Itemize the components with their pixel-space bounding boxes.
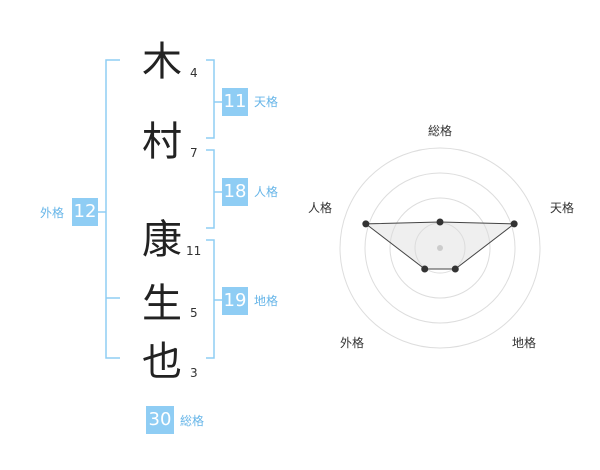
radar-ring (339, 147, 541, 349)
soukaku-value: 30 (146, 406, 174, 434)
radar-center-dot (437, 245, 443, 251)
soukaku-label: 総格 (180, 414, 205, 428)
name-char-3: 康 (142, 217, 182, 263)
radar-point (421, 265, 429, 273)
radar-chart (339, 147, 541, 349)
radar-label-tenkaku: 天格 (550, 201, 575, 215)
stroke-count-5: 3 (190, 366, 198, 380)
gaikaku-label: 外格 (40, 206, 65, 220)
jinkaku-bracket (206, 149, 215, 229)
name-char-1: 木 (142, 39, 182, 85)
tenkaku-label: 天格 (254, 95, 279, 109)
name-char-5: 也 (142, 339, 182, 385)
chikaku-value: 19 (222, 287, 248, 315)
radar-point (451, 265, 459, 273)
stroke-count-4: 5 (190, 306, 198, 320)
jinkaku-value: 18 (222, 178, 248, 206)
stroke-count-1: 4 (190, 66, 198, 80)
radar-point (436, 218, 444, 226)
stroke-count-3: 11 (186, 244, 202, 258)
radar-label-gaikaku: 外格 (340, 336, 365, 350)
stroke-count-2: 7 (190, 146, 198, 160)
gaikaku-value: 12 (72, 198, 98, 226)
name-char-2: 村 (142, 119, 182, 165)
gaikaku-bracket (105, 59, 120, 359)
name-char-4: 生 (142, 281, 182, 327)
radar-ring (389, 197, 491, 299)
chikaku-bracket (206, 239, 215, 359)
radar-point (362, 220, 370, 228)
tenkaku-value: 11 (222, 88, 248, 116)
tenkaku-bracket (206, 59, 215, 139)
radar-ring (364, 172, 516, 324)
radar-label-soukaku: 総格 (428, 124, 453, 138)
chikaku-label: 地格 (254, 294, 279, 308)
radar-label-jinkaku: 人格 (308, 201, 333, 215)
jinkaku-label: 人格 (254, 185, 279, 199)
radar-label-chikaku: 地格 (512, 336, 537, 350)
radar-point (510, 220, 518, 228)
